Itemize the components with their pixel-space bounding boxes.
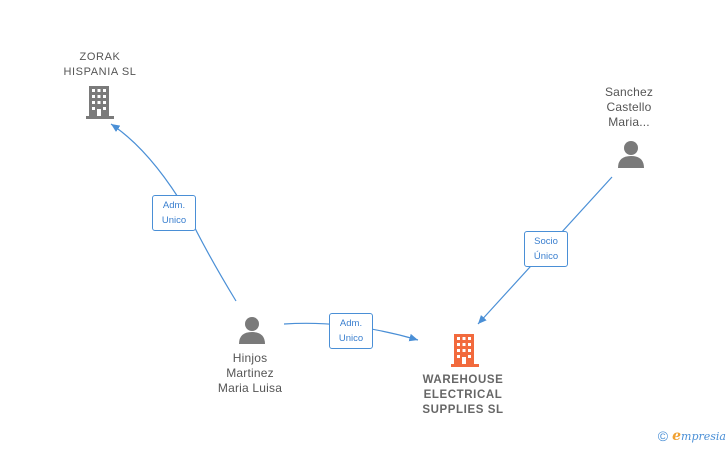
node-label-hinjos[interactable]: Hinjos Martinez Maria Luisa bbox=[217, 351, 283, 395]
empresia-watermark: © e mpresia bbox=[658, 428, 726, 444]
brand-name: mpresia bbox=[681, 429, 726, 443]
person-icon[interactable] bbox=[239, 317, 265, 344]
edge-label-adm-unico-warehouse[interactable]: Adm. Unico bbox=[329, 313, 373, 349]
building-icon-highlight[interactable] bbox=[451, 334, 479, 367]
node-label-warehouse[interactable]: WAREHOUSE ELECTRICAL SUPPLIES SL bbox=[422, 374, 504, 416]
edge-label-socio-unico[interactable]: Socio Único bbox=[524, 231, 568, 267]
edge-label-adm-unico-zorak[interactable]: Adm. Unico bbox=[152, 195, 196, 231]
brand-initial: e bbox=[672, 428, 682, 444]
node-label-sanchez[interactable]: Sanchez Castello Maria... bbox=[604, 85, 654, 129]
node-label-zorak[interactable]: ZORAK HISPANIA SL bbox=[63, 51, 137, 78]
building-icon[interactable] bbox=[86, 86, 114, 119]
copyright-symbol: © bbox=[657, 428, 669, 444]
person-icon[interactable] bbox=[618, 141, 644, 168]
